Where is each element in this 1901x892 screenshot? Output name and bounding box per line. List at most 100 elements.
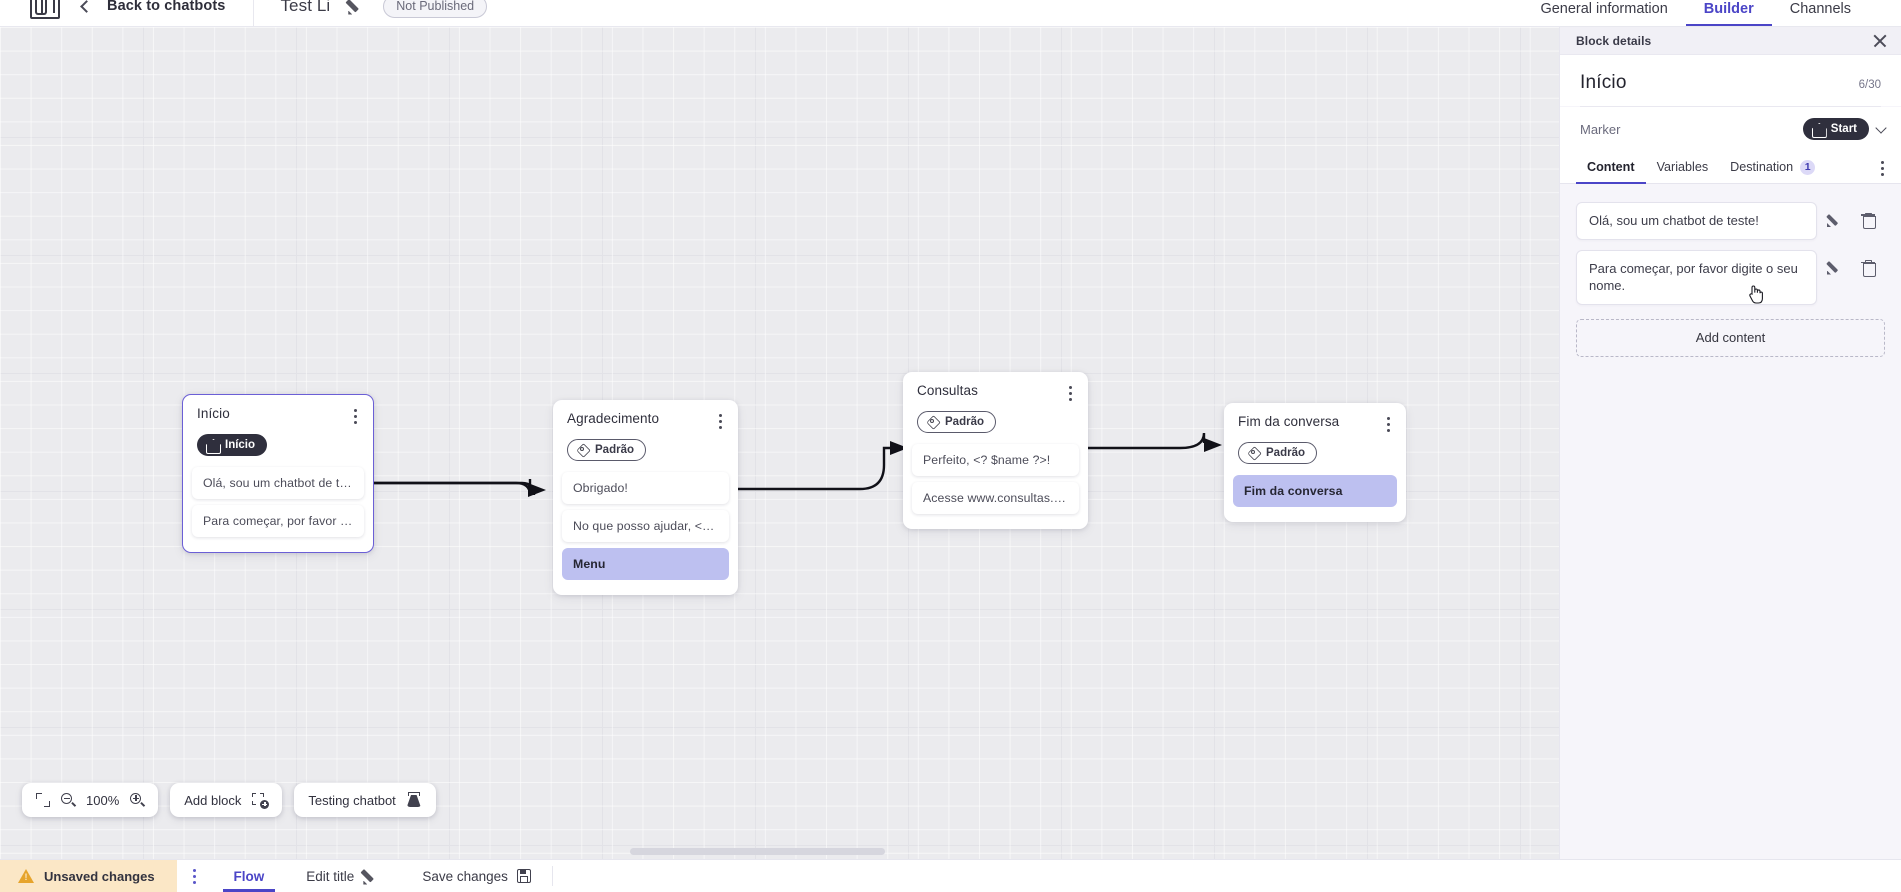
block-message[interactable]: Acesse www.consultas.com par... (912, 482, 1079, 514)
zoom-out-icon[interactable] (61, 793, 77, 807)
add-block-icon (252, 792, 270, 809)
status-bar-item-flow[interactable]: Flow (213, 860, 286, 892)
block-header: Consultas (903, 372, 1088, 403)
flow-block-consultas[interactable]: Consultas Padrão Perfeito, <? $name ?>! … (903, 372, 1088, 529)
tag-icon (927, 416, 939, 428)
content-row: Olá, sou um chatbot de teste! (1576, 202, 1885, 240)
status-bar-item-save-changes[interactable]: Save changes (401, 860, 552, 892)
block-menu-icon[interactable] (1381, 414, 1395, 434)
block-menu-icon[interactable] (1063, 383, 1077, 403)
flow-block-inicio[interactable]: Início Início Olá, sou um chatbot de tes… (182, 394, 374, 553)
block-title: Início (197, 406, 230, 421)
close-icon[interactable] (1873, 34, 1887, 48)
panel-tabs-menu-icon[interactable] (1869, 153, 1895, 184)
testing-chatbot-button[interactable]: Testing chatbot (294, 783, 436, 817)
top-bar-divider (253, 0, 255, 26)
status-badge: Not Published (383, 0, 488, 18)
back-to-chatbots-button[interactable]: Back to chatbots (80, 0, 225, 14)
tab-destination[interactable]: Destination 1 (1719, 153, 1826, 184)
block-tag-row: Padrão (553, 431, 738, 470)
block-title: Agradecimento (567, 411, 660, 426)
panel-content-body: Olá, sou um chatbot de teste! Para começ… (1560, 184, 1901, 859)
panel-title-row: Início 6/30 (1560, 55, 1901, 106)
unsaved-changes-label: Unsaved changes (44, 868, 155, 884)
tab-destination-label: Destination (1730, 159, 1794, 174)
save-icon (516, 869, 531, 883)
tab-variables-label: Variables (1656, 159, 1709, 174)
status-bar-edit-title-label: Edit title (306, 868, 355, 884)
block-message[interactable]: Para começar, por favor digite o ... (192, 505, 364, 537)
block-details-panel: Block details Início 6/30 Marker Start C… (1560, 27, 1901, 859)
add-block-button[interactable]: Add block (170, 783, 283, 817)
pencil-icon (363, 868, 380, 885)
block-message-menu[interactable]: Menu (562, 548, 729, 580)
home-icon (1812, 123, 1825, 135)
block-menu-icon[interactable] (348, 406, 362, 426)
marker-badge: Start (1802, 118, 1869, 140)
block-title: Consultas (917, 383, 978, 398)
destination-count-badge: 1 (1800, 159, 1816, 175)
block-tag-badge: Padrão (1238, 442, 1317, 464)
block-message-end[interactable]: Fim da conversa (1233, 475, 1397, 507)
flow-block-fim-da-conversa[interactable]: Fim da conversa Padrão Fim da conversa (1224, 403, 1406, 522)
block-header: Fim da conversa (1224, 403, 1406, 434)
zoom-controls[interactable]: 100% (22, 783, 159, 817)
bottom-status-bar: Unsaved changes Flow Edit title Save cha… (0, 859, 1901, 892)
status-bar-menu-icon[interactable] (177, 860, 213, 892)
delete-content-button[interactable] (1851, 208, 1885, 232)
block-tag-row: Padrão (903, 403, 1088, 442)
block-title: Fim da conversa (1238, 414, 1340, 429)
tab-variables[interactable]: Variables (1646, 153, 1720, 184)
add-content-button[interactable]: Add content (1576, 318, 1885, 357)
block-menu-icon[interactable] (713, 411, 727, 431)
marker-select[interactable]: Start (1802, 118, 1887, 140)
block-body: Fim da conversa (1224, 473, 1406, 507)
tab-channels[interactable]: Channels (1789, 1, 1851, 17)
panel-block-title: Início (1580, 72, 1627, 93)
panel-marker-row: Marker Start (1560, 107, 1901, 153)
top-bar-left: Back to chatbots (0, 0, 225, 26)
fit-screen-icon[interactable] (36, 793, 50, 807)
block-message[interactable]: Olá, sou um chatbot de teste! (192, 467, 364, 499)
tab-general-information[interactable]: General information (1540, 1, 1668, 17)
home-icon (206, 439, 219, 451)
block-tag-row: Padrão (1224, 434, 1406, 473)
block-tag-row: Início (183, 426, 373, 465)
block-message[interactable]: Perfeito, <? $name ?>! (912, 444, 1079, 476)
content-row-actions (1817, 202, 1885, 232)
block-tag-badge: Início (197, 434, 268, 456)
block-tag-label: Início (225, 439, 256, 451)
edit-content-button[interactable] (1817, 256, 1851, 280)
pencil-icon[interactable] (348, 0, 365, 15)
panel-tabs: Content Variables Destination 1 (1560, 153, 1901, 184)
content-text[interactable]: Para começar, por favor digite o seu nom… (1576, 249, 1817, 305)
status-bar-item-edit-title[interactable]: Edit title (285, 860, 401, 892)
tab-content[interactable]: Content (1576, 153, 1646, 184)
tab-builder[interactable]: Builder (1685, 1, 1772, 26)
chevron-left-icon (80, 0, 93, 13)
block-message[interactable]: Obrigado! (562, 472, 729, 504)
pencil-icon (1827, 260, 1842, 275)
flow-canvas[interactable]: Início Início Olá, sou um chatbot de tes… (0, 27, 1560, 859)
trash-icon (1861, 260, 1876, 277)
chevron-down-icon[interactable] (1875, 121, 1887, 134)
bot-title: Test Li (280, 0, 331, 15)
tag-icon (1248, 447, 1260, 459)
status-bar-separator (551, 866, 553, 886)
block-body: Obrigado! No que posso ajudar, <? $name … (553, 470, 738, 580)
canvas-horizontal-scrollbar[interactable] (0, 848, 1560, 855)
marker-value: Start (1830, 123, 1857, 135)
delete-content-button[interactable] (1851, 256, 1885, 280)
content-text[interactable]: Olá, sou um chatbot de teste! (1576, 202, 1817, 240)
edit-content-button[interactable] (1817, 208, 1851, 232)
bot-title-group: Test Li Not Published (254, 0, 488, 26)
panel-header-title: Block details (1576, 33, 1652, 48)
flow-block-agradecimento[interactable]: Agradecimento Padrão Obrigado! No que po… (553, 400, 738, 595)
block-tag-label: Padrão (945, 416, 984, 428)
scrollbar-thumb[interactable] (630, 848, 885, 855)
zoom-in-icon[interactable] (130, 793, 146, 807)
warning-icon (18, 869, 34, 883)
block-message[interactable]: No que posso ajudar, <? $name ... (562, 510, 729, 542)
marker-label: Marker (1580, 121, 1621, 137)
content-row-actions (1817, 250, 1885, 280)
